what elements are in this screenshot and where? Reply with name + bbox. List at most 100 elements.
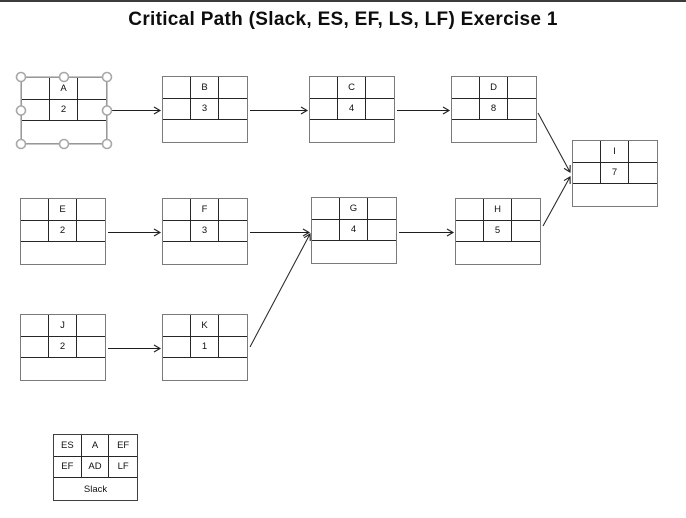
ls-cell — [312, 219, 340, 241]
duration-value: 7 — [601, 162, 629, 184]
slack-cell — [163, 358, 247, 380]
ls-cell — [452, 98, 480, 120]
legend-es-cell: ES — [54, 435, 82, 456]
connector-arrow-H-I[interactable] — [542, 176, 571, 227]
ef-cell — [77, 199, 105, 220]
node-row-top: F — [163, 199, 247, 221]
es-cell — [573, 141, 601, 162]
es-cell — [452, 77, 480, 98]
ls-cell — [21, 336, 49, 358]
duration-value: 2 — [49, 220, 77, 242]
node-row-top: I — [573, 141, 657, 163]
node-row-top: C — [310, 77, 394, 99]
node-row-mid: 2 — [21, 220, 105, 243]
node-row-top: A — [22, 78, 106, 100]
legend-table[interactable]: ES A EF EF AD LF Slack — [53, 434, 138, 501]
lf-cell — [508, 99, 536, 120]
ef-cell — [508, 77, 536, 98]
activity-label: H — [484, 199, 512, 220]
activity-label: I — [601, 141, 629, 162]
lf-cell — [512, 221, 540, 242]
ls-cell — [163, 98, 191, 120]
node-row-mid: 2 — [21, 336, 105, 359]
es-cell — [21, 199, 49, 220]
lf-cell — [368, 220, 396, 241]
activity-label: E — [49, 199, 77, 220]
duration-value: 5 — [484, 220, 512, 242]
node-row-mid: 4 — [310, 98, 394, 121]
slack-cell — [21, 358, 105, 380]
node-row-top: E — [21, 199, 105, 221]
slack-cell — [163, 120, 247, 142]
slack-cell — [452, 120, 536, 142]
ef-cell — [77, 315, 105, 336]
slack-cell — [456, 242, 540, 264]
legend-slack-cell: Slack — [83, 483, 108, 495]
node-row-mid: 2 — [22, 99, 106, 122]
node-row-top: D — [452, 77, 536, 99]
ls-cell — [163, 220, 191, 242]
slack-cell — [312, 241, 396, 263]
ls-cell — [163, 336, 191, 358]
node-row-mid: 1 — [163, 336, 247, 359]
slack-cell — [310, 120, 394, 142]
activity-label: G — [340, 198, 368, 219]
ls-cell — [22, 99, 50, 121]
es-cell — [312, 198, 340, 219]
duration-value: 4 — [338, 98, 366, 120]
activity-label: C — [338, 77, 366, 98]
node-row-top: K — [163, 315, 247, 337]
es-cell — [456, 199, 484, 220]
legend-ef-cell: EF — [117, 439, 130, 451]
lf-cell — [219, 99, 247, 120]
lf-cell — [629, 163, 657, 184]
duration-value: 2 — [49, 336, 77, 358]
activity-label: D — [480, 77, 508, 98]
legend-ef2-cell: EF — [54, 456, 82, 478]
node-row-top: H — [456, 199, 540, 221]
lf-cell — [219, 221, 247, 242]
slack-cell — [573, 184, 657, 206]
activity-label: J — [49, 315, 77, 336]
es-cell — [21, 315, 49, 336]
ef-cell — [512, 199, 540, 220]
lf-cell — [219, 337, 247, 358]
connector-arrow-D-I[interactable] — [537, 112, 571, 173]
activity-label: A — [50, 78, 78, 99]
ls-cell — [573, 162, 601, 184]
es-cell — [310, 77, 338, 98]
duration-value: 8 — [480, 98, 508, 120]
es-cell — [163, 199, 191, 220]
node-row-mid: 3 — [163, 220, 247, 243]
ef-cell — [629, 141, 657, 162]
node-row-mid: 4 — [312, 219, 396, 242]
activity-label: K — [191, 315, 219, 336]
connector-arrow-K-G[interactable] — [249, 233, 311, 348]
lf-cell — [77, 337, 105, 358]
node-row-mid: 8 — [452, 98, 536, 121]
node-row-top: J — [21, 315, 105, 337]
slide-title[interactable]: Critical Path (Slack, ES, EF, LS, LF) Ex… — [128, 9, 558, 30]
node-row-top: B — [163, 77, 247, 99]
legend-ad-cell: AD — [82, 456, 110, 478]
legend-row-2: EF AD LF — [54, 456, 137, 479]
duration-value: 3 — [191, 98, 219, 120]
legend-lf-cell: LF — [117, 461, 129, 473]
duration-value: 4 — [340, 219, 368, 241]
lf-cell — [366, 99, 394, 120]
duration-value: 2 — [50, 99, 78, 121]
ef-cell — [219, 77, 247, 98]
ls-cell — [310, 98, 338, 120]
